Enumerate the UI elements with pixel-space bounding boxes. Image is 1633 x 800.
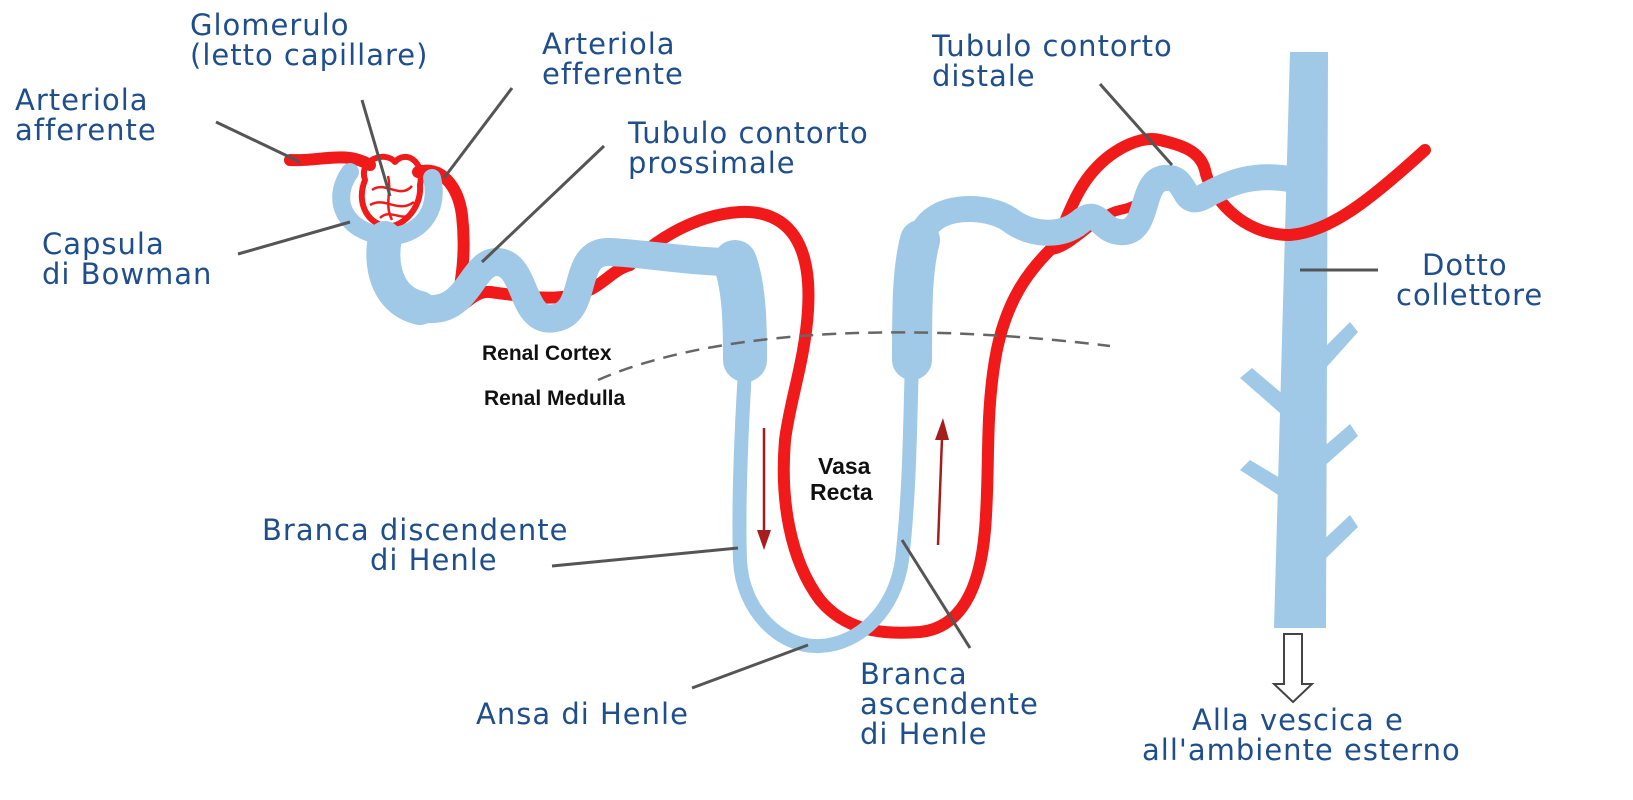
arteriola-efferente-label-2: efferente (542, 57, 684, 91)
arteriola-afferente-label-1: Arteriola (15, 83, 149, 117)
segmento-ascendente-spesso (912, 240, 920, 360)
tubulo-prossimale-label-2: prossimale (628, 146, 796, 180)
tubulo-distale-label-1: Tubulo contorto (931, 29, 1173, 63)
etichetta-branca-ascendente: Branca ascendente di Henle (860, 657, 1039, 751)
branca-ascendente-label-3: di Henle (860, 717, 988, 751)
confine-corticale-midollare (598, 332, 1110, 380)
etichetta-uscita: Alla vescica e all'ambiente esterno (1142, 703, 1461, 767)
etichetta-arteriola-efferente: Arteriola efferente (542, 27, 684, 91)
dotto-collettore-label-1: Dotto (1422, 248, 1508, 282)
branca-ascendente-label-1: Branca (860, 657, 968, 691)
glomerulo-label-2: (letto capillare) (190, 38, 428, 72)
segmento-discendente-spesso (735, 262, 745, 360)
etichetta-ansa-henle: Ansa di Henle (476, 697, 689, 731)
etichetta-dotto-collettore: Dotto collettore (1396, 248, 1543, 312)
zona-corticale-label: Renal Cortex (482, 342, 612, 365)
ansa-henle-label: Ansa di Henle (476, 697, 689, 731)
branca-discendente-label-1: Branca discendente (262, 513, 569, 547)
capsula-bowman-label-1: Capsula (42, 227, 165, 261)
freccia-ascendente-icon (935, 418, 949, 545)
etichetta-arteriola-afferente: Arteriola afferente (15, 83, 157, 147)
vasa-recta-label-1: Vasa (818, 453, 871, 479)
arteriola-afferente-vessel (290, 157, 370, 165)
etichetta-tubulo-distale: Tubulo contorto distale (931, 29, 1173, 93)
uscita-label-1: Alla vescica e (1192, 703, 1404, 737)
tubulo-distale-label-2: distale (932, 59, 1036, 93)
etichetta-capsula-bowman: Capsula di Bowman (42, 227, 212, 291)
zona-midollare-label: Renal Medulla (484, 387, 626, 410)
vasa-recta-label-2: Recta (810, 479, 873, 505)
uscita-label-2: all'ambiente esterno (1142, 733, 1461, 767)
etichetta-glomerulo: Glomerulo (letto capillare) (190, 8, 428, 72)
arteriola-afferente-label-2: afferente (15, 113, 157, 147)
dotto-collettore-trunk (1274, 52, 1328, 628)
tubulo-prossimale-label-1: Tubulo contorto (627, 116, 869, 150)
capsula-bowman-label-2: di Bowman (42, 257, 212, 291)
arteriola-efferente-label-1: Arteriola (542, 27, 676, 61)
freccia-uscita-icon (1274, 634, 1312, 702)
branca-ascendente-label-2: ascendente (860, 687, 1039, 721)
freccia-discendente-icon (757, 428, 771, 550)
dotto-branch-right-1 (1322, 322, 1358, 370)
dotto-collettore-shape (1240, 52, 1358, 628)
etichetta-tubulo-prossimale: Tubulo contorto prossimale (627, 116, 869, 180)
etichetta-branca-discendente: Branca discendente di Henle (262, 513, 569, 577)
dotto-collettore-label-2: collettore (1396, 278, 1543, 312)
tubulo-distale-shape (920, 177, 1295, 240)
branca-discendente-label-2: di Henle (370, 543, 498, 577)
glomerulo-label-1: Glomerulo (190, 8, 349, 42)
